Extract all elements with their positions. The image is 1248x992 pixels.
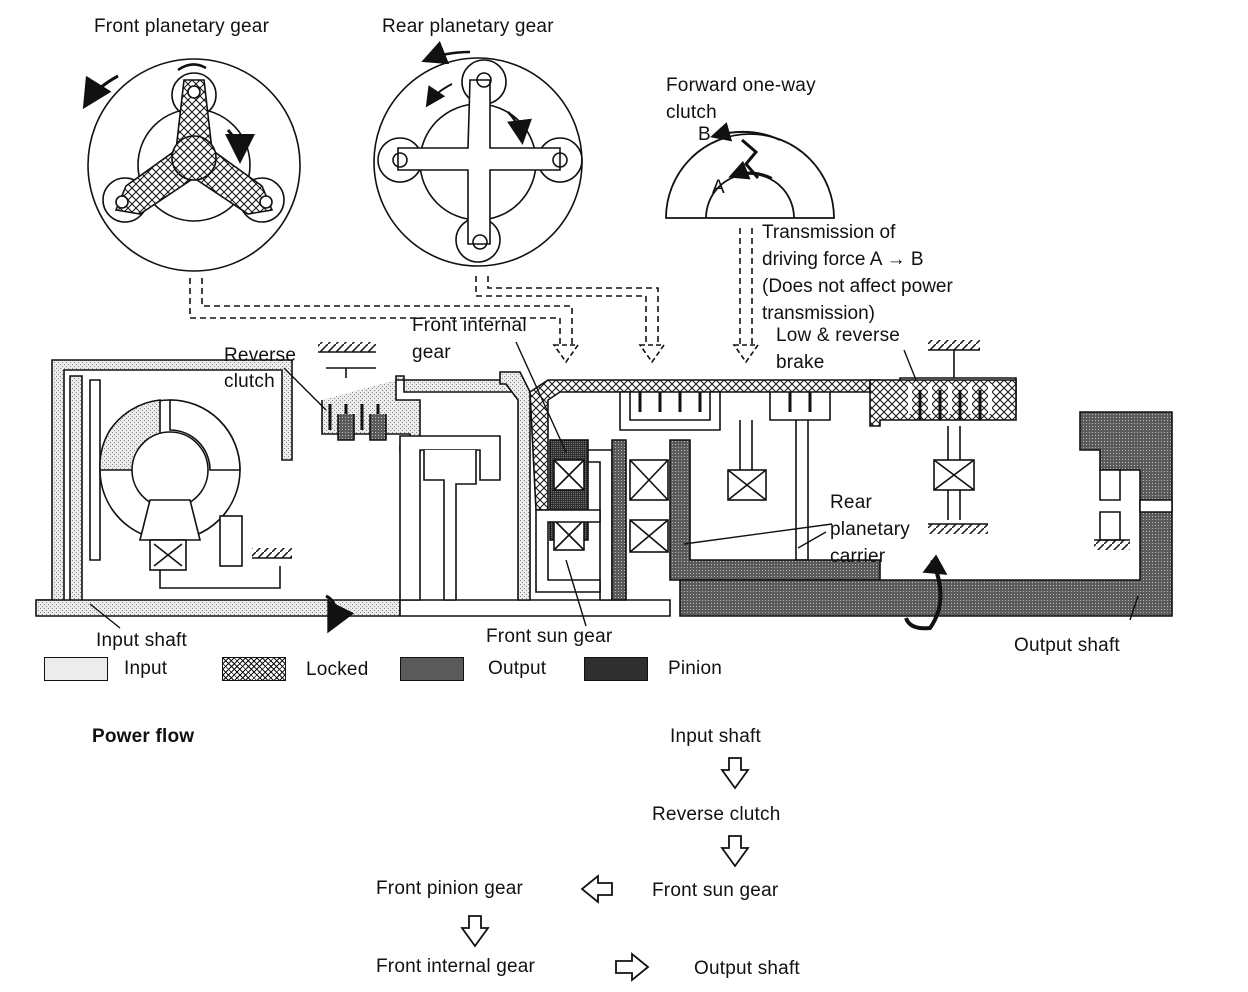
power-flow-step-output-shaft: Output shaft (694, 958, 800, 979)
power-flow-step-front-pinion-gear: Front pinion gear (376, 878, 524, 899)
power-flow-step-front-sun-gear: Front sun gear (652, 880, 779, 901)
rear-planetary-gear-title: Rear planetary gear (382, 16, 554, 37)
dashed-arrow-heads (552, 344, 760, 364)
point-a-label: A (712, 177, 725, 198)
legend-label-output: Output (488, 658, 547, 679)
legend-swatch-output (400, 657, 464, 681)
power-flow-step-input-shaft: Input shaft (670, 726, 761, 747)
low-reverse-brake-label-line1: Low & reverse (776, 325, 901, 346)
output-shaft-drawing (679, 411, 1173, 631)
note-line2-end: B (910, 249, 924, 270)
power-flow-step-front-internal-gear: Front internal gear (376, 956, 536, 977)
right-arrow-icon: → (886, 249, 906, 270)
one-way-clutch-title-line2: clutch (666, 102, 717, 123)
one-way-clutch-figure (665, 122, 835, 219)
input-shaft-label: Input shaft (96, 630, 187, 651)
rear-planetary-gear-figure (373, 40, 583, 267)
low-reverse-brake-drawing (869, 340, 1017, 534)
torque-converter (36, 359, 293, 605)
legend-swatch-input (44, 657, 108, 681)
input-shaft-drawing (35, 594, 671, 634)
legend-label-input: Input (124, 658, 168, 679)
rear-planetary-carrier-label-line3: carrier (830, 546, 886, 567)
reverse-clutch-label-line1: Reverse (224, 345, 297, 366)
note-line4: transmission) (762, 303, 875, 324)
note-line3: (Does not affect power (762, 276, 953, 297)
note-line2-text: driving force A (762, 249, 882, 270)
leader-lines (89, 341, 1139, 629)
front-sun-gear-label: Front sun gear (486, 626, 613, 647)
front-gearset-drawing (399, 371, 871, 601)
point-b-label: B (698, 124, 711, 145)
note-line1: Transmission of (762, 222, 896, 243)
output-shaft-label: Output shaft (1014, 635, 1120, 656)
reverse-clutch-label-line2: clutch (224, 371, 275, 392)
legend-swatch-pinion (584, 657, 648, 681)
low-reverse-brake-label-line2: brake (776, 352, 825, 373)
front-internal-gear-label-line2: gear (412, 342, 451, 363)
power-flow-arrows (460, 757, 750, 982)
one-way-clutch-title-line1: Forward one-way (666, 75, 816, 96)
note-line2: driving force A → B (762, 246, 924, 273)
front-planetary-gear-title: Front planetary gear (94, 16, 270, 37)
rear-gearset-drawing (619, 391, 881, 581)
dashed-leaders (189, 228, 753, 345)
front-planetary-gear-figure (82, 58, 301, 272)
legend-swatch-locked (222, 657, 286, 681)
legend-label-pinion: Pinion (668, 658, 723, 679)
rear-planetary-carrier-label-line2: planetary (830, 519, 910, 540)
front-internal-gear-label-line1: Front internal (412, 315, 527, 336)
rear-planetary-carrier-label-line1: Rear (830, 492, 872, 513)
power-flow-step-reverse-clutch: Reverse clutch (652, 804, 781, 825)
power-flow-heading: Power flow (92, 726, 195, 747)
legend-label-locked: Locked (306, 659, 369, 680)
